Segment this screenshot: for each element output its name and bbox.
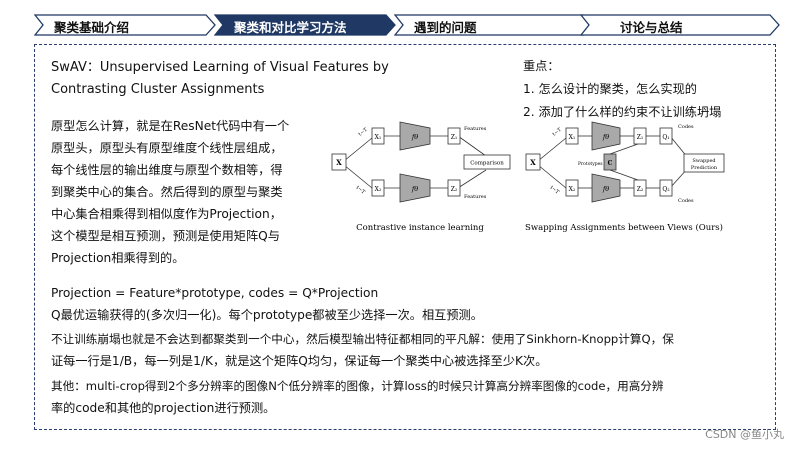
chevron-shape: [34, 14, 216, 36]
paragraph-line: 每个线性层的输出维度与原型个数相等，得: [51, 163, 283, 177]
label-prediction: Prediction: [691, 165, 718, 171]
progress-nav: 聚类基础介绍 聚类和对比学习方法 遇到的问题 讨论与总结: [34, 14, 780, 36]
x-box: [525, 153, 541, 171]
label-swapped: Swapped: [692, 158, 716, 164]
label-x2: X₂: [375, 186, 382, 193]
label-z2: Z₂: [637, 186, 644, 193]
label-c: C: [608, 160, 613, 167]
label-z1: Z₁: [451, 134, 458, 141]
caption-swav: Swapping Assignments between Views (Ours…: [525, 222, 723, 233]
caption-contrastive: Contrastive instance learning: [356, 223, 484, 233]
label-features-top: Features: [464, 126, 487, 132]
diagram-swav: X t~T t~T X₁ X₂ fθ fθ Prototypes C Z₁ Z₂…: [525, 121, 725, 233]
paper-title-line1: SwAV：Unsupervised Learning of Visual Fea…: [51, 60, 389, 75]
encoder-trapezoid: [399, 121, 431, 151]
watermark: CSDN @鱼小丸: [705, 428, 784, 441]
prototypes-box: [603, 153, 617, 171]
x2-box: [565, 179, 579, 197]
paragraph-line: 到聚类中心的集合。然后得到的原型与聚类: [51, 185, 283, 199]
swapped-prediction-box: [683, 153, 725, 173]
label-codes-bottom: Codes: [678, 198, 694, 204]
key-point-2: 2. 添加了什么样的约束不让训练坍塌: [523, 105, 722, 119]
key-points-heading: 重点：: [523, 59, 560, 73]
paragraph-line: Projection相乘得到的。: [51, 251, 185, 265]
paragraph-line: 原型头，原型头有原型维度个线性层组成，: [51, 141, 283, 155]
x1-box: [565, 127, 579, 145]
z2-box: [447, 179, 461, 197]
label-f-bottom: fθ: [411, 185, 418, 193]
x2-box: [371, 179, 385, 197]
comparison-box: [463, 154, 511, 170]
key-point-1: 1. 怎么设计的聚类，怎么实现的: [523, 82, 697, 96]
label-z2: Z₂: [451, 186, 458, 193]
nav-step-label: 聚类基础介绍: [54, 20, 130, 35]
label-x1: X₁: [569, 134, 576, 141]
paragraph-line: 中心集合相乘得到相似度作为Projection，: [51, 207, 282, 221]
nav-step-label: 聚类和对比学习方法: [234, 20, 347, 35]
x-box: [331, 153, 347, 171]
body-line: 率的code和其他的projection进行预测。: [51, 401, 276, 415]
label-f-top: fθ: [411, 133, 418, 141]
label-f-top: fθ: [602, 133, 609, 141]
encoder-trapezoid: [399, 173, 431, 203]
label-x2: X₂: [569, 186, 576, 193]
body-line: Projection = Feature*prototype, codes = …: [51, 286, 379, 300]
label-codes-top: Codes: [678, 124, 694, 130]
label-t1: t~T: [358, 127, 370, 138]
label-x1: X₁: [375, 134, 382, 141]
x1-box: [371, 127, 385, 145]
paragraph-line: 这个模型是相互预测，预测是使用矩阵Q与: [51, 229, 280, 243]
label-z1: Z₁: [637, 134, 644, 141]
q1-box: [659, 127, 673, 145]
label-x: X: [530, 158, 536, 167]
paragraph-line: 原型怎么计算，就是在ResNet代码中有一个: [51, 119, 290, 133]
label-q1: Q₁: [662, 134, 669, 141]
diagram-contrastive: X t~T t~T X₁ X₂ fθ fθ Z₁ Z₂ Features Fea…: [331, 121, 511, 233]
q2-box: [659, 179, 673, 197]
label-f-bottom: fθ: [602, 185, 609, 193]
label-t2: t~T: [355, 185, 367, 196]
nav-step-label: 遇到的问题: [414, 20, 477, 35]
body-line: 其他：multi-crop得到2个多分辨率的图像N个低分辨率的图像，计算loss…: [51, 379, 664, 393]
z2-box: [633, 179, 647, 197]
paper-title-line2: Contrasting Cluster Assignments: [51, 82, 265, 97]
z1-box: [447, 127, 461, 145]
label-features-bottom: Features: [464, 194, 487, 200]
chevron-shape: [580, 14, 780, 36]
chevron-shape: [214, 14, 396, 36]
encoder-trapezoid: [591, 121, 621, 151]
label-prototypes: Prototypes: [578, 161, 603, 167]
body-line: 不让训练崩塌也就是不会达到都聚类到一个中心，然后模型输出特征都相同的平凡解：使用…: [51, 332, 674, 346]
z1-box: [633, 127, 647, 145]
label-t1: t~T: [552, 127, 564, 138]
body-line: 证每一行是1/B，每一列是1/K，就是这个矩阵Q均匀，保证每一个聚类中心被选择至…: [51, 354, 548, 368]
body-line: Q最优运输获得的(多次归一化)。每个prototype都被至少选择一次。相互预测…: [51, 308, 483, 322]
label-t2: t~T: [549, 185, 561, 196]
label-x: X: [336, 158, 342, 167]
label-comparison: Comparison: [470, 161, 504, 167]
content-frame: [34, 44, 776, 430]
label-q2: Q₂: [662, 186, 670, 193]
nav-step-label: 讨论与总结: [620, 20, 683, 35]
encoder-trapezoid: [591, 173, 621, 203]
